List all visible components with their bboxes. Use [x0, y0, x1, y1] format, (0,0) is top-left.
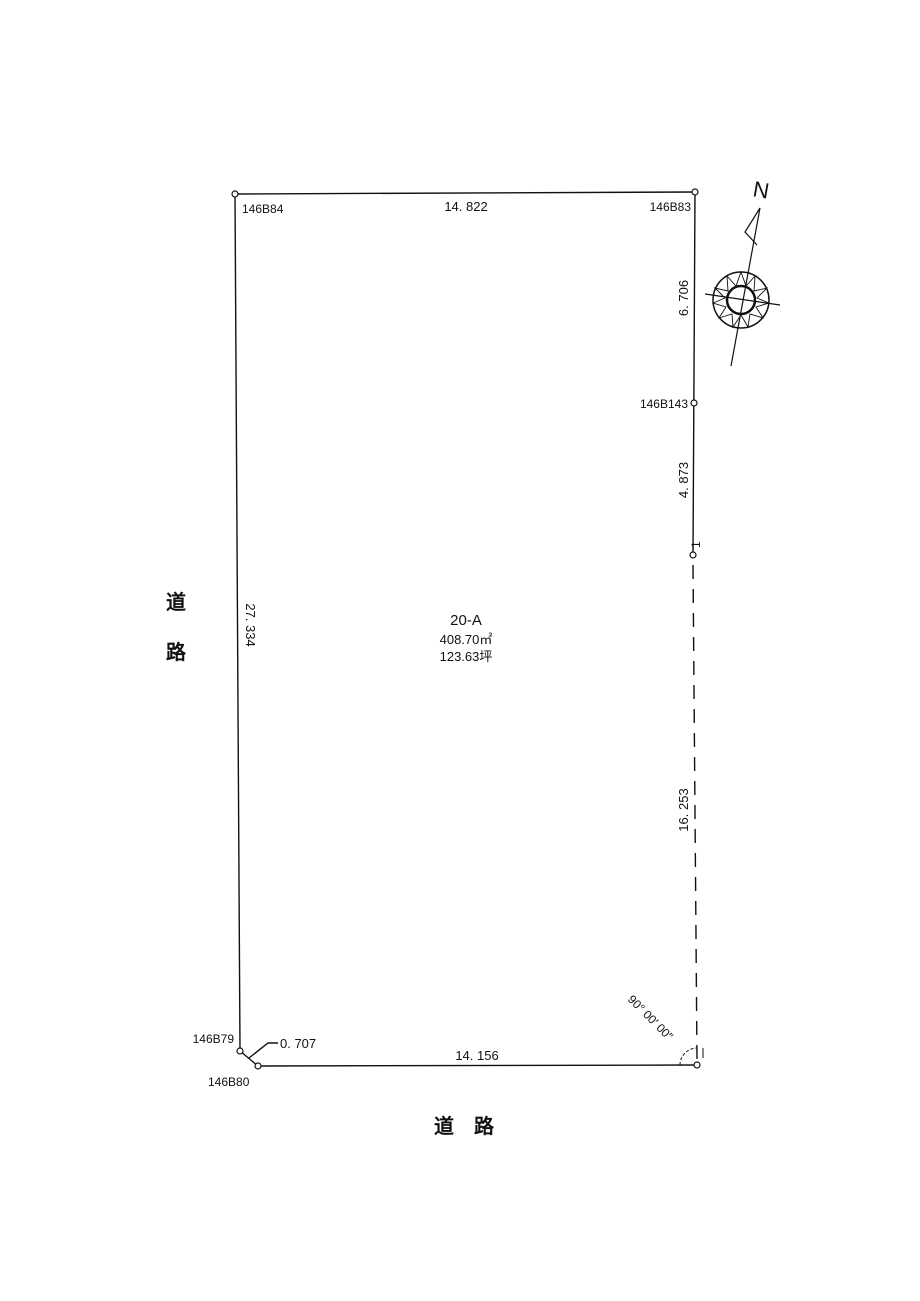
label-point-e-mid: 146B143	[640, 397, 688, 411]
dim-corner-cut: 0. 707	[280, 1036, 316, 1051]
angle-arc	[679, 1047, 698, 1066]
dim-west: 27. 334	[243, 603, 258, 646]
dim-east-middle: 4. 873	[676, 462, 691, 498]
north-boundary	[234, 191, 696, 195]
corner-cut-boundary	[239, 1050, 259, 1067]
dim-east-upper: 6. 706	[676, 280, 691, 316]
parcel-id: 20-A	[450, 612, 482, 629]
point-e-mid	[690, 399, 698, 407]
parcel-area-m2: 408.70㎡	[440, 632, 493, 647]
north-arrow-icon: N	[704, 176, 781, 367]
point-sw-lower	[254, 1062, 262, 1070]
label-point-ne: 146B83	[650, 200, 692, 214]
point-ne	[691, 188, 699, 196]
label-point-nw: 146B84	[242, 202, 284, 216]
label-point-sw-lower: 146B80	[208, 1075, 250, 1089]
label-point-e-marker: 1	[689, 541, 703, 548]
road-west-char2: 路	[166, 640, 187, 664]
parcel-area-tsubo: 123.63坪	[440, 649, 493, 664]
south-boundary	[257, 1064, 698, 1067]
label-point-sw-upper: 146B79	[193, 1032, 235, 1046]
north-label: N	[751, 176, 771, 203]
point-e-marker	[689, 551, 697, 559]
point-sw-upper	[236, 1047, 244, 1055]
point-nw	[231, 190, 239, 198]
point-se	[693, 1061, 701, 1069]
dim-north: 14. 822	[444, 199, 487, 214]
dim-east-lower: 16. 253	[676, 788, 691, 831]
road-south: 道 路	[434, 1114, 495, 1138]
parcel-boundary	[234, 191, 698, 1067]
west-boundary	[234, 193, 241, 1052]
dim-angle: 90° 00′ 00″	[625, 992, 676, 1043]
east-boundary-solid	[692, 191, 696, 556]
east-boundary-dashed	[692, 564, 698, 1061]
corner-cut-leader	[248, 1042, 278, 1059]
road-west-char1: 道	[166, 590, 186, 614]
dim-south: 14. 156	[455, 1048, 498, 1063]
